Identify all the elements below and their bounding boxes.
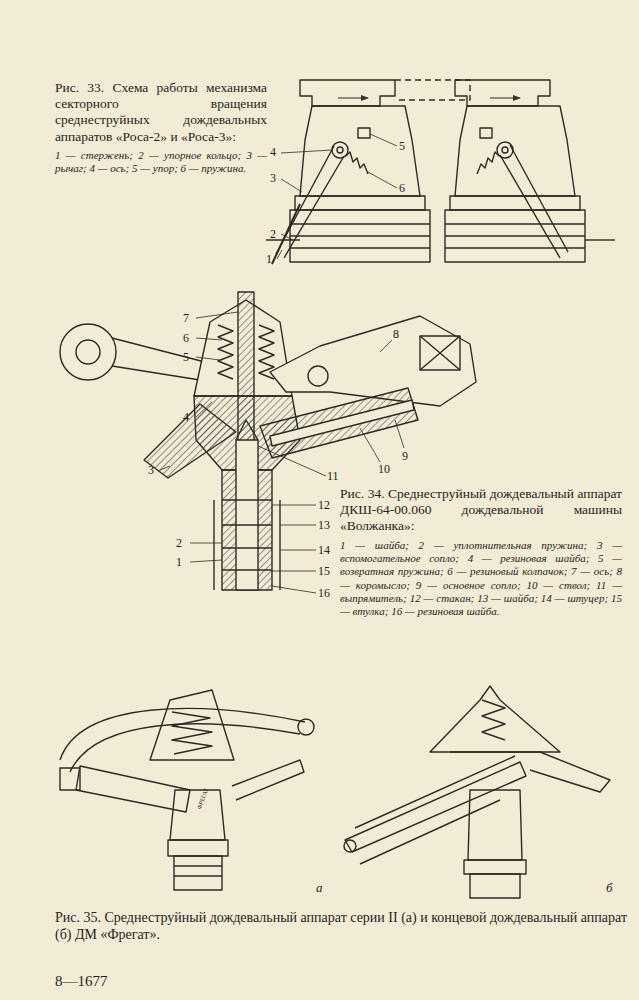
callout-number: 3 (148, 463, 154, 477)
callout-number: 1 (266, 252, 272, 266)
callout-number: 5 (399, 139, 405, 153)
callout-number: 2 (270, 227, 276, 241)
callout-number: 1 (176, 555, 182, 569)
callout-number: 6 (399, 181, 405, 195)
figure-legend: 1 — шайба; 2 — уплотнительная пружина; 3… (340, 539, 622, 618)
callout-number: 12 (318, 498, 330, 512)
callout-number: 8 (393, 327, 399, 341)
callout-number: 7 (183, 311, 189, 325)
callout-number: 10 (378, 462, 390, 476)
figure-legend: 1 — стержень; 2 — упорное кольцо; 3 — ры… (55, 149, 267, 175)
sector-mechanism-right (445, 80, 615, 262)
callout-number: 6 (183, 331, 189, 345)
figure-letter: б (606, 880, 613, 896)
callout-number: 14 (318, 543, 330, 557)
figure-caption: Рис. 34. Среднеструйный дождевальный апп… (340, 486, 622, 535)
nameplate-text: ФРЕГАТ (196, 787, 210, 810)
sprinkler-b (344, 686, 610, 898)
figure-caption: Рис. 35. Среднеструйный дождевальный апп… (55, 910, 627, 944)
callout-number: 2 (176, 536, 182, 550)
callout-number: 5 (183, 350, 189, 364)
sprinkler-a (60, 690, 314, 890)
callout-number: 13 (318, 518, 330, 532)
figure-letter: а (316, 880, 323, 896)
callout-number: 9 (402, 449, 408, 463)
callout-number: 4 (270, 145, 276, 159)
callout-number: 15 (318, 564, 330, 578)
sector-mechanism-left (266, 80, 470, 264)
page-number: 8—1677 (55, 972, 108, 990)
callout-number: 11 (327, 469, 339, 483)
leader-lines (277, 134, 397, 259)
callout-number: 3 (270, 171, 276, 185)
callout-number: 16 (318, 586, 330, 600)
figure-caption: Рис. 33. Схема работы механизма секторно… (55, 80, 267, 145)
callout-number: 4 (183, 410, 189, 424)
